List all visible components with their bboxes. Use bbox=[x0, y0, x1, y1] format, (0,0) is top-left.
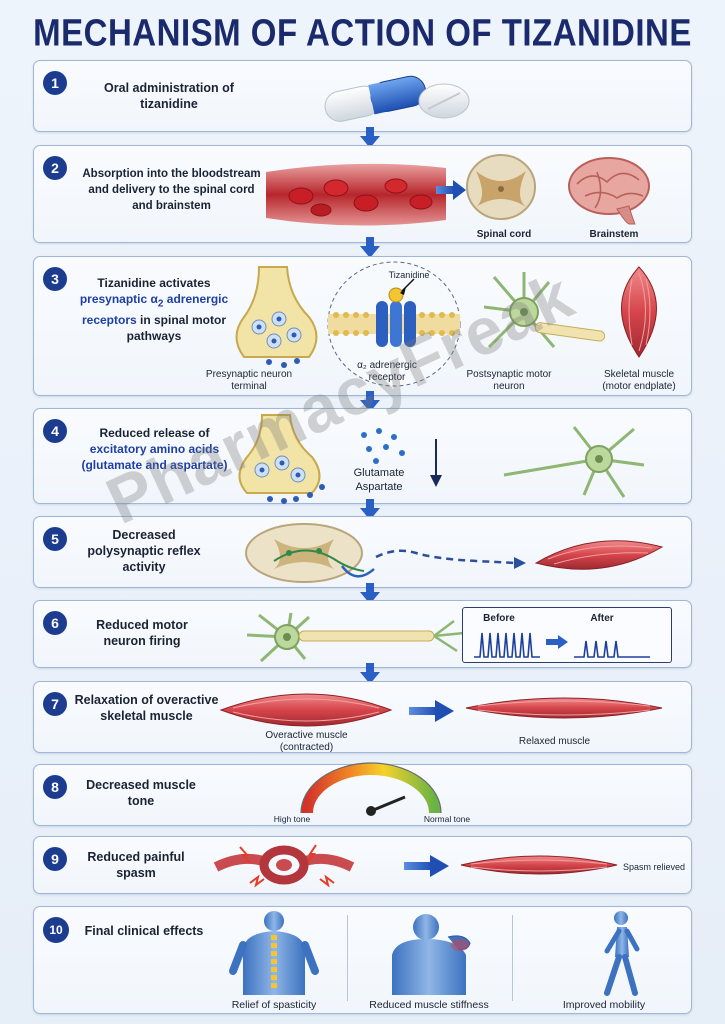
back-spine-image bbox=[229, 911, 319, 995]
step-text: Reduced release of excitatory amino acid… bbox=[72, 425, 237, 473]
glutamate-label: Glutamate bbox=[353, 467, 405, 479]
aspartate-label: Aspartate bbox=[355, 481, 403, 493]
arrow-down-icon bbox=[360, 583, 380, 604]
skeletal-muscle-label: Skeletal muscle (motor endplate) bbox=[602, 369, 676, 392]
step-text: Relaxation of overactive skeletal muscle bbox=[74, 693, 219, 723]
relaxed-label: Relaxed muscle bbox=[518, 736, 591, 747]
step-7-panel: 7 Relaxation of overactive skeletal musc… bbox=[33, 681, 692, 753]
postsynaptic-label: Postsynaptic motor neuron bbox=[466, 369, 552, 392]
step-number: 7 bbox=[43, 692, 67, 716]
step-text-highlight: adrenergic bbox=[163, 292, 229, 306]
step-4-panel: 4 Reduced release of excitatory amino ac… bbox=[33, 408, 692, 504]
step-text-part: Tizanidine activates bbox=[97, 276, 211, 290]
spasticity-label: Relief of spasticity bbox=[231, 999, 317, 1011]
brain-image bbox=[568, 157, 650, 225]
step-text: Oral administration of tizanidine bbox=[104, 81, 234, 111]
step-text-part: in spinal motor pathways bbox=[126, 313, 227, 344]
knotted-muscle-image bbox=[213, 844, 355, 888]
step-text-highlight: presynaptic α bbox=[79, 292, 158, 306]
shoulder-image bbox=[392, 914, 471, 995]
arrow-right-icon bbox=[546, 635, 568, 649]
spinal-cord-image bbox=[466, 154, 536, 220]
step-text: Final clinical effects bbox=[84, 924, 204, 938]
arrow-right-icon bbox=[404, 855, 449, 877]
step-text-highlight: receptors bbox=[81, 313, 137, 328]
mobility-label: Improved mobility bbox=[562, 999, 646, 1011]
step-text: Decreased muscle tone bbox=[86, 778, 196, 808]
arrow-right-icon bbox=[409, 700, 454, 722]
step-9-panel: 9 Reduced painful spasm Spasm relieved bbox=[33, 836, 692, 894]
arrow-down-icon bbox=[360, 391, 380, 412]
step-text-part: Reduced release of bbox=[99, 426, 210, 440]
tizanidine-label: Tizanidine bbox=[388, 270, 430, 280]
postsynaptic-neuron-image bbox=[483, 272, 606, 349]
arrow-down-icon bbox=[360, 127, 380, 148]
after-spikes bbox=[574, 640, 650, 658]
step-number: 10 bbox=[43, 917, 69, 943]
skeletal-muscle-image bbox=[621, 266, 657, 358]
after-label: After bbox=[590, 613, 614, 624]
before-label: Before bbox=[483, 613, 515, 624]
tone-gauge bbox=[300, 762, 442, 816]
high-tone-label: High tone bbox=[273, 814, 311, 824]
receptor-label: α₂ adrenergic receptor bbox=[357, 360, 417, 383]
step-5-panel: 5 Decreased polysynaptic reflex activity bbox=[33, 516, 692, 588]
overactive-muscle-image bbox=[219, 693, 393, 727]
step-number: 2 bbox=[43, 156, 67, 180]
step-text-highlight: excitatory amino acids (glutamate and as… bbox=[81, 442, 228, 472]
tablet-icon bbox=[418, 83, 470, 119]
presynaptic-terminal-image bbox=[238, 414, 325, 504]
step-number: 1 bbox=[43, 71, 67, 95]
step-number: 9 bbox=[43, 847, 67, 871]
brainstem-label: Brainstem bbox=[589, 229, 639, 240]
step-6-panel: 6 Reduced motor neuron firing Before Aft… bbox=[33, 600, 692, 668]
relaxed-muscle-image bbox=[465, 697, 663, 719]
decrease-arrow-icon bbox=[430, 439, 442, 487]
step-2-panel: 2 Absorption into the bloodstream and de… bbox=[33, 145, 692, 243]
step-number: 4 bbox=[43, 419, 67, 443]
receptor-zoom-image bbox=[327, 261, 461, 387]
capsule-icon bbox=[324, 75, 427, 122]
presynaptic-label: Presynaptic neuron terminal bbox=[205, 369, 293, 392]
dashed-signal-arrow bbox=[375, 549, 526, 569]
step-text-highlight-sub: 2 bbox=[157, 298, 164, 310]
neurotransmitter-dots bbox=[361, 428, 405, 464]
overactive-label: Overactive muscle (contracted) bbox=[265, 730, 348, 753]
walking-person-image bbox=[604, 911, 640, 996]
relaxed-muscle-image bbox=[460, 855, 618, 875]
motor-neuron-image bbox=[246, 612, 465, 663]
step-number: 6 bbox=[43, 611, 67, 635]
step-text: Absorption into the bloodstream and deli… bbox=[82, 168, 261, 212]
step-1-panel: 1 Oral administration of tizanidine bbox=[33, 60, 692, 132]
arrow-right-icon bbox=[436, 180, 466, 200]
page-title: MECHANISM OF ACTION OF TIZANIDINE bbox=[33, 11, 692, 54]
step-text: Decreased polysynaptic reflex activity bbox=[87, 528, 201, 574]
spasm-relieved-label: Spasm relieved bbox=[622, 862, 686, 872]
arrow-down-icon bbox=[360, 237, 380, 258]
step-8-panel: 8 Decreased muscle tone High tone Normal… bbox=[33, 762, 692, 826]
normal-tone-label: Normal tone bbox=[423, 814, 471, 824]
step-text: Tizanidine activates presynaptic α2 adre… bbox=[69, 275, 239, 344]
step-10-panel: 10 Final clinical effects Relief of spas… bbox=[33, 906, 692, 1014]
step-number: 8 bbox=[43, 775, 67, 799]
spinal-reflex-image bbox=[245, 523, 375, 583]
step-text: Reduced painful spasm bbox=[87, 850, 185, 880]
before-spikes bbox=[474, 632, 540, 658]
postsynaptic-neuron-image bbox=[503, 426, 645, 498]
blood-vessel-image bbox=[266, 163, 446, 226]
step-number: 5 bbox=[43, 527, 67, 551]
spinal-cord-label: Spinal cord bbox=[476, 229, 532, 240]
step-number: 3 bbox=[43, 267, 67, 291]
muscle-image bbox=[534, 540, 664, 570]
arrow-down-icon bbox=[360, 499, 380, 520]
stiffness-label: Reduced muscle stiffness bbox=[369, 999, 489, 1011]
step-3-panel: 3 Tizanidine activates presynaptic α2 ad… bbox=[33, 256, 692, 396]
divider bbox=[512, 915, 513, 1001]
arrow-down-icon bbox=[360, 663, 380, 684]
divider bbox=[347, 915, 348, 1001]
presynaptic-terminal-image bbox=[235, 266, 318, 368]
step-text: Reduced motor neuron firing bbox=[96, 618, 188, 648]
